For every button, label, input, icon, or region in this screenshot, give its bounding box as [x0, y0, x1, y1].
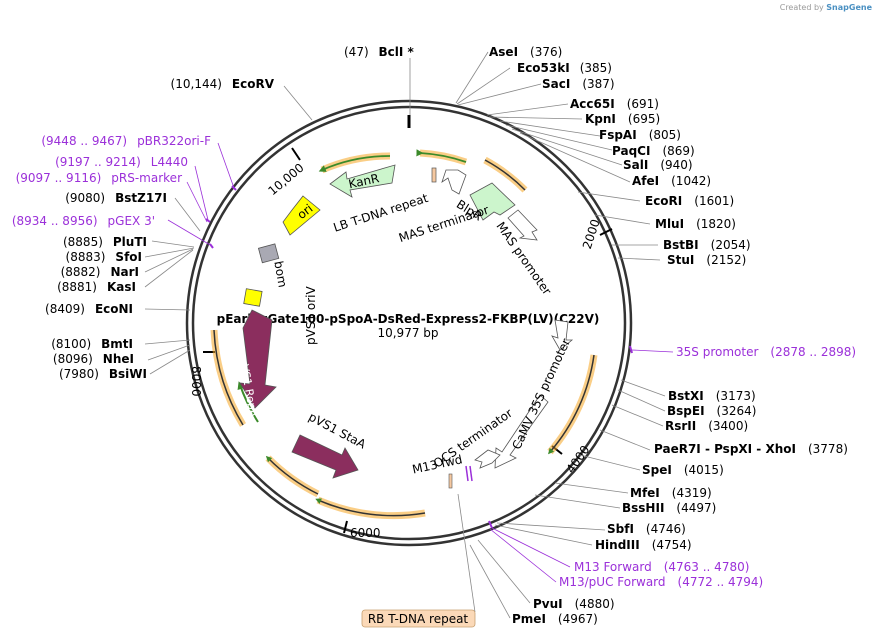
mas-promoter-feature: [507, 209, 538, 241]
cds-arcs: [210, 149, 598, 520]
camv-35s-promoter-feature: [494, 394, 549, 469]
svg-text:SpeI(4015): SpeI(4015): [642, 463, 724, 477]
svg-text:SacI(387): SacI(387): [542, 77, 615, 91]
mas-terminator-feature: [441, 169, 467, 195]
plasmid-length: 10,977 bp: [377, 326, 438, 340]
kanr-feature: [329, 164, 396, 198]
svg-text:(8881)KasI: (8881)KasI: [57, 280, 136, 294]
svg-text:(10,144)EcoRV: (10,144)EcoRV: [171, 77, 275, 91]
svg-text:MluI(1820): MluI(1820): [655, 217, 736, 231]
svg-text:Eco53kI(385): Eco53kI(385): [517, 61, 612, 75]
ocs-terminator-feature: [474, 449, 501, 469]
svg-text:M13/pUC Forward(4772 .. 4794): M13/pUC Forward(4772 .. 4794): [559, 575, 763, 589]
svg-text:(8100)BmtI: (8100)BmtI: [51, 337, 133, 351]
svg-text:(8883)SfoI: (8883)SfoI: [66, 250, 142, 264]
primer-mark-l4440: [205, 218, 211, 223]
camv-small-feature: [551, 319, 574, 351]
svg-text:PvuI(4880): PvuI(4880): [533, 597, 615, 611]
m13-fwd-primer-b: [469, 465, 473, 482]
svg-text:SalI(940): SalI(940): [623, 158, 693, 172]
blpr-feature: [469, 182, 516, 221]
svg-text:(9197 .. 9214)L4440: (9197 .. 9214)L4440: [55, 155, 188, 169]
svg-text:(8882)NarI: (8882)NarI: [61, 265, 139, 279]
pvs1-repa-feature: [239, 309, 277, 409]
svg-text:PaqCI(869): PaqCI(869): [612, 144, 695, 158]
svg-text:SbfI(4746): SbfI(4746): [607, 522, 686, 536]
primer-mark-m13: [488, 520, 493, 529]
svg-text:HindIII(4754): HindIII(4754): [595, 538, 692, 552]
svg-text:StuI(2152): StuI(2152): [667, 253, 746, 267]
svg-text:BstBI(2054): BstBI(2054): [663, 238, 751, 252]
lb-repeat-feature: [431, 167, 437, 183]
kanr-label: KanR: [347, 171, 380, 191]
tick-label-10000: 10,000: [265, 160, 306, 198]
svg-text:MfeI(4319): MfeI(4319): [630, 486, 712, 500]
svg-text:(8409)EcoNI: (8409)EcoNI: [45, 302, 133, 316]
svg-text:(8096)NheI: (8096)NheI: [53, 352, 134, 366]
tick-2000: [599, 228, 613, 236]
svg-text:(8934 .. 8956)pGEX 3': (8934 .. 8956)pGEX 3': [12, 214, 155, 228]
tick-label-8000: 8000: [189, 366, 203, 397]
rb-repeat-label: RB T-DNA repeat: [368, 612, 469, 626]
tick-10000: [291, 147, 301, 161]
backbone-inner: [191, 105, 627, 541]
svg-text:(7980)BsiWI: (7980)BsiWI: [59, 367, 147, 381]
pvs1-oriv-feature: [243, 288, 263, 307]
site-labels: (47) BclI * AseI(376) Eco53kI(385) SacI(…: [45, 45, 848, 626]
svg-text:35S promoter(2878 .. 2898): 35S promoter(2878 .. 2898): [676, 345, 856, 359]
svg-text:AseI(376): AseI(376): [489, 45, 562, 59]
svg-text:RsrII(3400): RsrII(3400): [665, 419, 748, 433]
bom-feature: [257, 243, 280, 264]
svg-text:BssHII(4497): BssHII(4497): [622, 501, 716, 515]
pvs1-oriv-label: pVS1 oriV: [304, 285, 318, 345]
svg-text:(9080)BstZ17I: (9080)BstZ17I: [65, 191, 167, 205]
svg-text:PaeR7I - PspXI - XhoI(3778): PaeR7I - PspXI - XhoI(3778): [654, 442, 848, 456]
svg-text:Acc65I(691): Acc65I(691): [570, 97, 659, 111]
bom-label: bom: [271, 260, 289, 289]
svg-text:KpnI(695): KpnI(695): [585, 112, 660, 126]
primer-mark-35s: [629, 345, 633, 354]
svg-text:(8885)PluTI: (8885)PluTI: [63, 235, 147, 249]
tick-label-6000: 6000: [350, 526, 381, 540]
leader-lines: [144, 51, 674, 619]
tick-label-2000: 2000: [580, 217, 603, 250]
svg-text:(47) BclI *: (47) BclI *: [344, 45, 414, 59]
rb-repeat-box: [361, 609, 476, 628]
primer-labels: 35S promoter(2878 .. 2898) M13 Forward(4…: [12, 134, 856, 589]
backbone-outer: [185, 99, 633, 547]
ori-feature: [282, 195, 321, 236]
svg-text:BstXI(3173): BstXI(3173): [668, 389, 756, 403]
svg-text:AfeI(1042): AfeI(1042): [632, 174, 711, 188]
pvs1-staa-feature: [291, 434, 359, 479]
svg-text:FspAI(805): FspAI(805): [599, 128, 681, 142]
snapgene-logo: SnapGene: [826, 3, 872, 12]
credit: Created by SnapGene: [779, 3, 872, 12]
svg-text:PmeI(4967): PmeI(4967): [512, 612, 598, 626]
svg-text:M13 Forward(4763 .. 4780): M13 Forward(4763 .. 4780): [574, 560, 749, 574]
svg-text:BspEI(3264): BspEI(3264): [667, 404, 756, 418]
plasmid-name: pEarleyGate100-pSpoA-DsRed-Express2-FKBP…: [217, 312, 600, 326]
svg-text:EcoRI(1601): EcoRI(1601): [645, 194, 734, 208]
rb-repeat-feature: [448, 473, 453, 489]
tick-label-4000: 4000: [563, 443, 592, 476]
svg-text:(9097 .. 9116)pRS-marker: (9097 .. 9116)pRS-marker: [16, 171, 182, 185]
tick-6000: [343, 520, 348, 534]
m13-fwd-primer-a: [465, 465, 469, 482]
svg-text:(9448 .. 9467)pBR322ori-F: (9448 .. 9467)pBR322ori-F: [41, 134, 211, 148]
